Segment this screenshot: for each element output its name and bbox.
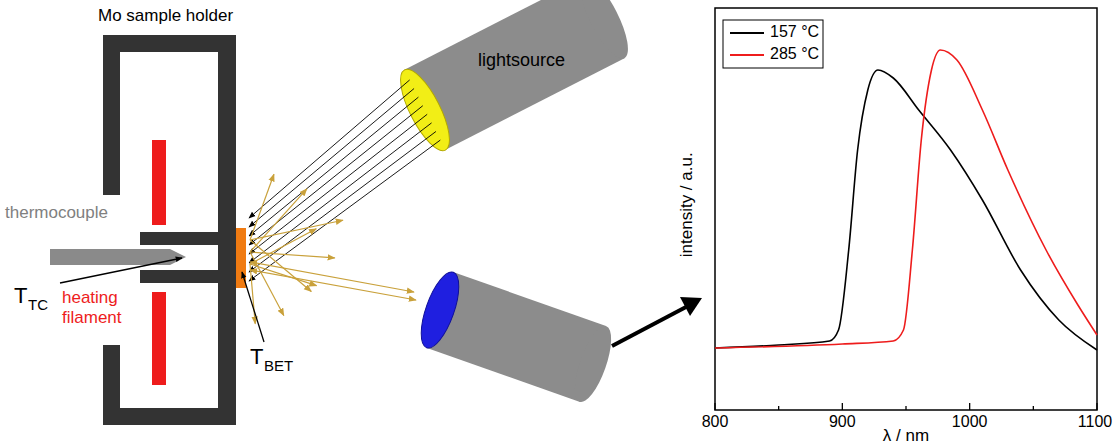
plot-frame [715,8,1097,410]
cylinder-back [567,322,618,406]
axis-title: λ / nm [883,426,929,446]
scattered-ray [250,262,414,292]
thermocouple-tube [140,232,218,245]
x-tick [969,403,970,410]
spectra [715,50,1097,350]
thermocouple-tube [140,270,218,283]
scattered-ray [250,220,343,240]
light-rays [249,80,440,281]
spectrum-curve [715,50,1097,348]
axis-ticks [715,403,1097,410]
heating-filament [152,140,166,225]
light-ray [249,89,414,227]
big-arrow-head [680,297,702,316]
holder-top-lip [103,35,120,195]
cylinder-back [571,0,637,64]
light-ray [249,123,432,263]
axis-title: intensity / a.u. [676,153,696,258]
scattered-ray [250,252,335,258]
x-tick [842,403,843,410]
thermocouple-rod [50,249,170,265]
legend-label: 157 °C [770,23,819,41]
big-arrow-shaft [612,307,686,346]
device-label: lightsource [478,50,565,71]
symbol-label: T [250,344,263,369]
light-ray [249,97,418,236]
lightsource-cylinder: lightsource [478,50,565,71]
light-ray [249,114,427,254]
part-label: Mo sample holder [98,6,233,26]
x-tick [778,406,779,410]
symbol-label: T [14,283,27,308]
scattered-ray [250,270,416,300]
scattered-ray [250,264,255,324]
leader-arrow [60,258,182,283]
spectrometer-cylinder [413,268,618,406]
x-tick [1033,406,1034,410]
scattered-ray [250,252,284,316]
spectrum-curve [715,70,1097,350]
part-label: thermocouple [5,203,108,223]
legend-sample [730,32,764,34]
tick-label: 1100 [1078,413,1112,431]
holder-plate [218,35,236,425]
holder-top-arm [103,35,236,52]
tick-label: 900 [829,413,856,431]
sample-holder [103,35,236,425]
light-ray [249,140,440,281]
scattered-light [250,174,416,324]
tick-label: 1000 [952,413,988,431]
subscript-label: TC [28,296,48,313]
lamp-face [391,63,459,157]
light-ray [249,80,410,218]
thermocouple-tip [170,249,186,265]
lightsource-cylinder [391,0,637,157]
legend-sample [730,54,764,56]
subscript-label: BET [264,357,293,374]
x-tick [905,406,906,410]
holder-bottom-lip [103,345,120,425]
part-label: heating filament [62,288,154,327]
legend-label: 285 °C [770,45,819,63]
heating-filament [152,292,166,385]
holder-bottom-arm [103,408,236,425]
scattered-ray [250,189,307,252]
x-tick [714,403,715,410]
tick-label: 800 [702,413,729,431]
detector-face [413,268,466,353]
x-tick [1096,403,1097,410]
light-ray [249,131,436,272]
scattered-ray [250,229,316,264]
legend-samples [730,33,764,55]
leader-arrow [242,272,264,342]
legend-box [723,20,823,68]
scattered-ray [250,240,311,291]
